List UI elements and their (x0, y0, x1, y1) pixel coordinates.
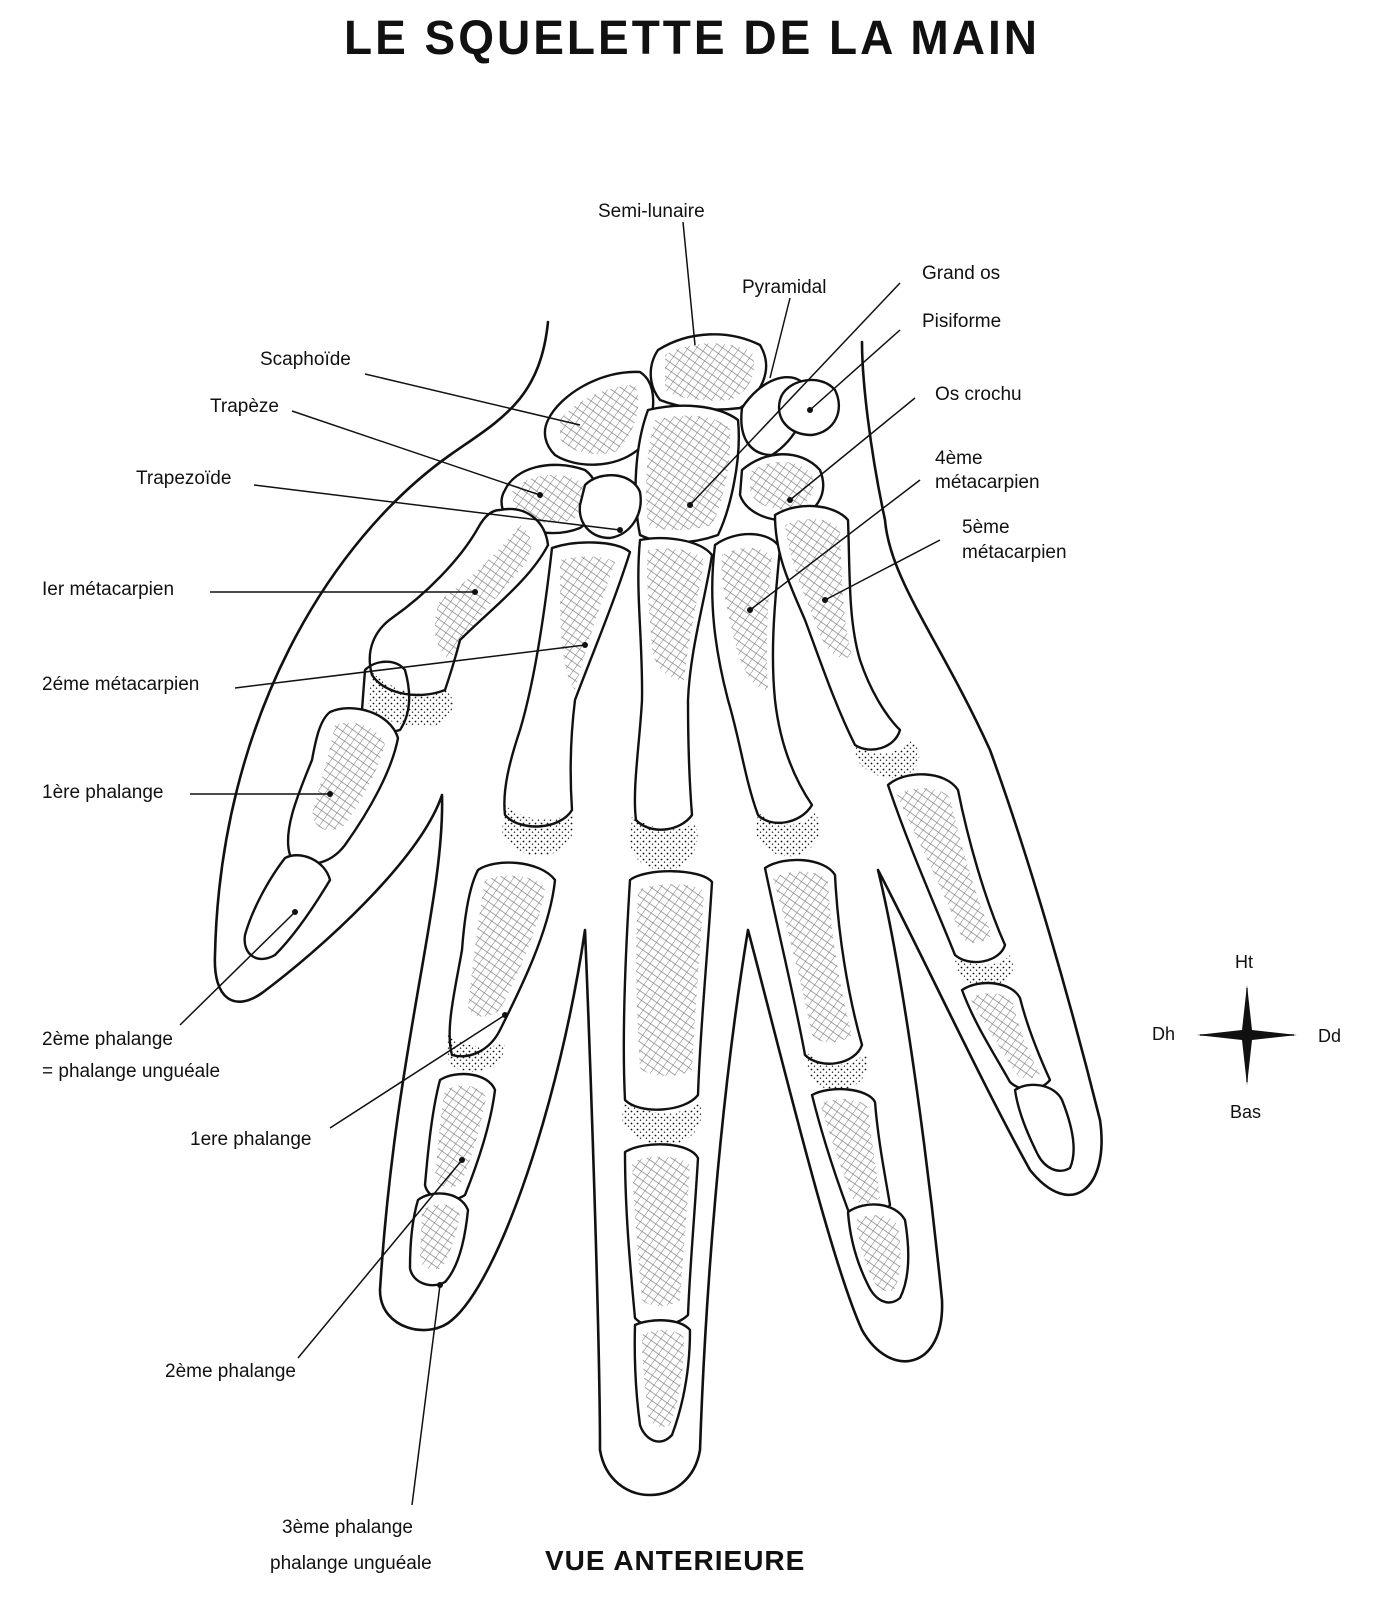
label-index-phalange-3-note: phalange unguéale (270, 1553, 432, 1574)
label-scaphoide: Scaphoïde (260, 349, 351, 370)
ring-finger-bones (711, 532, 910, 1304)
label-grand-os: Grand os (922, 263, 1001, 284)
hand-outline (213, 320, 1103, 1497)
leader-lines (179, 221, 941, 1506)
label-trapezoide: Trapezoïde (136, 468, 232, 489)
orientation-top-label: Ht (1235, 952, 1253, 972)
label-pisiforme: Pisiforme (922, 311, 1002, 332)
trapezoide-bone (578, 473, 642, 540)
label-index-phalange-1: 1ere phalange (190, 1129, 312, 1150)
label-trapeze: Trapèze (210, 396, 279, 417)
label-pyramidal: Pyramidal (742, 277, 827, 298)
page-title: LE SQUELETTE DE LA MAIN (344, 9, 1040, 65)
index-finger-bones (408, 541, 632, 1287)
orientation-bottom-label: Bas (1230, 1102, 1262, 1122)
view-subtitle: VUE ANTERIEURE (545, 1545, 806, 1576)
metacarpien-2-bone (503, 541, 632, 828)
label-metacarpien-4-line2: métacarpien (935, 472, 1040, 493)
orientation-left-label: Dh (1152, 1024, 1176, 1044)
label-metacarpien-2: 2éme métacarpien (42, 674, 200, 695)
label-index-phalange-3: 3ème phalange (282, 1517, 413, 1538)
pouce-phalange-2-bone (243, 854, 332, 961)
label-metacarpien-1: Ier métacarpien (42, 579, 175, 600)
label-metacarpien-5-line1: 5ème (962, 517, 1010, 538)
thumb-bones (243, 507, 550, 961)
orientation-compass (1197, 985, 1297, 1085)
middle-finger-bones (622, 536, 714, 1443)
label-os-crochu: Os crochu (935, 384, 1022, 405)
label-semi-lunaire: Semi-lunaire (598, 201, 705, 222)
label-pouce-phalange-2: 2ème phalange (42, 1029, 173, 1050)
label-pouce-phalange-2-note: = phalange unguéale (42, 1061, 221, 1082)
label-metacarpien-4-line1: 4ème (935, 448, 983, 469)
label-metacarpien-5-line2: métacarpien (962, 542, 1067, 563)
little-phalange-3-bone (1013, 1083, 1075, 1172)
label-pouce-phalange-1: 1ère phalange (42, 782, 164, 803)
orientation-right-label: Dd (1318, 1026, 1342, 1046)
label-index-phalange-2: 2ème phalange (165, 1361, 296, 1382)
